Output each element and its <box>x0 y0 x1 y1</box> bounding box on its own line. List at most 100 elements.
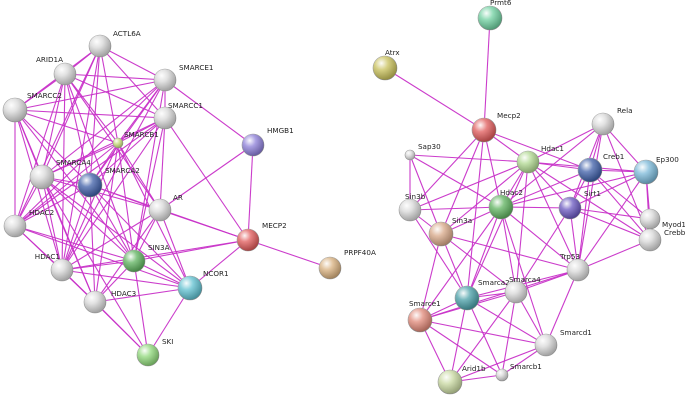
node-actl6a[interactable]: ACTL6A <box>88 29 141 58</box>
node-smarca2[interactable]: SMARCA2 <box>77 166 140 198</box>
node-gloss <box>178 276 202 300</box>
node-mecp2[interactable]: Mecp2 <box>471 111 521 143</box>
node-label: SKI <box>162 337 173 346</box>
node-smarce1[interactable]: SMARCE1 <box>153 63 213 92</box>
node-atrx[interactable]: Atrx <box>372 48 400 81</box>
node-gloss <box>405 150 415 160</box>
edge-ncor1-hdac3 <box>94 287 191 303</box>
node-gloss <box>237 229 259 251</box>
node-label: HDAC3 <box>111 289 136 298</box>
edge-smarce1-smarcc2 <box>14 79 166 111</box>
edge-actl6a-smarca4 <box>41 45 101 178</box>
edge-arid1a-smarce1 <box>64 73 166 81</box>
node-label: MECP2 <box>262 221 287 230</box>
edge-hdac1-crebbp <box>527 161 651 241</box>
node-sap30[interactable]: Sap30 <box>404 142 441 161</box>
edge-sin3a-smarca4 <box>440 233 517 293</box>
node-label: Arid1b <box>462 364 486 373</box>
node-gloss <box>489 195 513 219</box>
node-ski[interactable]: SKI <box>136 337 173 367</box>
node-smarcb1[interactable]: SMARCB1 <box>112 130 159 149</box>
node-gloss <box>242 134 264 156</box>
edge-sap30-sin3a <box>409 154 442 235</box>
edge-sap30-hdac1 <box>409 154 529 163</box>
node-label: Trp53 <box>559 252 580 261</box>
node-sin3b[interactable]: Sin3b <box>398 192 426 222</box>
node-label: Smarca2 <box>478 278 510 287</box>
edge-arid1a-hdac2 <box>14 73 66 227</box>
node-ar[interactable]: AR <box>148 193 183 222</box>
node-arid1b[interactable]: Arid1b <box>437 364 486 395</box>
node-trp53[interactable]: Trp53 <box>559 252 590 282</box>
node-hdac1[interactable]: HDAC1 <box>35 252 74 282</box>
node-label: HMGB1 <box>267 126 294 135</box>
node-myod1[interactable]: Myod1 <box>639 208 685 230</box>
node-smarcc2[interactable]: SMARCC2 <box>2 91 62 123</box>
node-smarce1[interactable]: Smarce1 <box>407 299 441 333</box>
node-gloss <box>84 291 106 313</box>
node-smarca2[interactable]: Smarca2 <box>454 278 510 311</box>
edge-smarce1-smarca2 <box>89 79 166 186</box>
edge-mecp2-hdac2 <box>483 129 502 208</box>
edge-smarca2-hdac3 <box>89 184 96 303</box>
node-crebbp[interactable]: Crebbp <box>638 228 685 252</box>
edge-sap30-hdac2 <box>409 154 502 208</box>
node-sin3a[interactable]: Sin3a <box>428 216 472 247</box>
node-gloss <box>3 98 27 122</box>
edge-smarca4-arid1b <box>449 291 517 383</box>
node-gloss <box>373 56 397 80</box>
node-gloss <box>399 199 421 221</box>
edge-hdac2-smarca4 <box>500 206 517 293</box>
edge-hdac1-sin3b <box>409 161 529 211</box>
node-smarcb1[interactable]: Smarcb1 <box>495 362 542 382</box>
edge-actl6a-smarce1 <box>99 45 166 81</box>
edge-smarcc1-smarca2 <box>89 117 166 186</box>
node-smarca4[interactable]: Smarca4 <box>504 275 541 304</box>
edge-smarcb1-smarca4 <box>41 142 119 178</box>
node-gloss <box>496 369 508 381</box>
node-label: Crebbp <box>664 228 685 237</box>
node-ncor1[interactable]: NCOR1 <box>177 269 229 301</box>
node-sin3a[interactable]: SIN3A <box>122 243 170 273</box>
node-mecp2[interactable]: MECP2 <box>236 221 287 252</box>
node-hdac3[interactable]: HDAC3 <box>83 289 136 314</box>
node-prmt6[interactable]: Prmt6 <box>477 0 512 31</box>
edge-smarca2-sin3a <box>89 184 135 262</box>
edge-mecp2-creb1 <box>483 129 591 171</box>
edge-smarca2-smarcd1 <box>466 297 547 346</box>
node-hmgb1[interactable]: HMGB1 <box>241 126 294 157</box>
node-hdac2[interactable]: HDAC2 <box>3 208 54 238</box>
node-rela[interactable]: Rela <box>591 106 633 136</box>
node-label: SMARCC1 <box>168 101 203 110</box>
edge-prmt6-mecp2 <box>483 17 491 131</box>
edge-mecp2-smarca2 <box>466 129 485 299</box>
node-smarca4[interactable]: SMARCA4 <box>29 158 91 190</box>
edge-hdac2-trp53 <box>500 206 579 271</box>
node-sirt1[interactable]: Sirt1 <box>558 189 601 220</box>
node-gloss <box>535 334 557 356</box>
node-gloss <box>154 69 176 91</box>
node-label: Creb1 <box>603 152 624 161</box>
node-hdac1[interactable]: Hdac1 <box>516 144 564 174</box>
edge-creb1-trp53 <box>577 169 591 271</box>
node-creb1[interactable]: Creb1 <box>577 152 624 183</box>
node-prpf40a[interactable]: PRPF40A <box>318 248 376 280</box>
edge-smarca2-smarcb1 <box>466 297 503 376</box>
node-gloss <box>478 6 502 30</box>
edge-sin3b-hdac2 <box>409 206 502 211</box>
node-hdac2[interactable]: Hdac2 <box>488 188 523 220</box>
node-gloss <box>472 118 496 142</box>
node-smarcd1[interactable]: Smarcd1 <box>534 328 592 357</box>
node-arid1a[interactable]: ARID1A <box>36 55 77 86</box>
node-gloss <box>567 259 589 281</box>
node-label: SMARCE1 <box>179 63 213 72</box>
node-gloss <box>51 259 73 281</box>
edge-smarcb1-hdac1 <box>61 142 119 271</box>
node-ep300[interactable]: Ep300 <box>633 155 679 185</box>
edge-hdac1-smarca2 <box>466 161 529 299</box>
edge-hdac2-smarca2 <box>466 206 502 299</box>
edge-sin3b-smarca2 <box>409 209 468 299</box>
edge-arid1a-sin3a <box>64 73 135 262</box>
edge-trp53-smarcd1 <box>545 269 579 346</box>
node-smarcc1[interactable]: SMARCC1 <box>153 101 203 130</box>
